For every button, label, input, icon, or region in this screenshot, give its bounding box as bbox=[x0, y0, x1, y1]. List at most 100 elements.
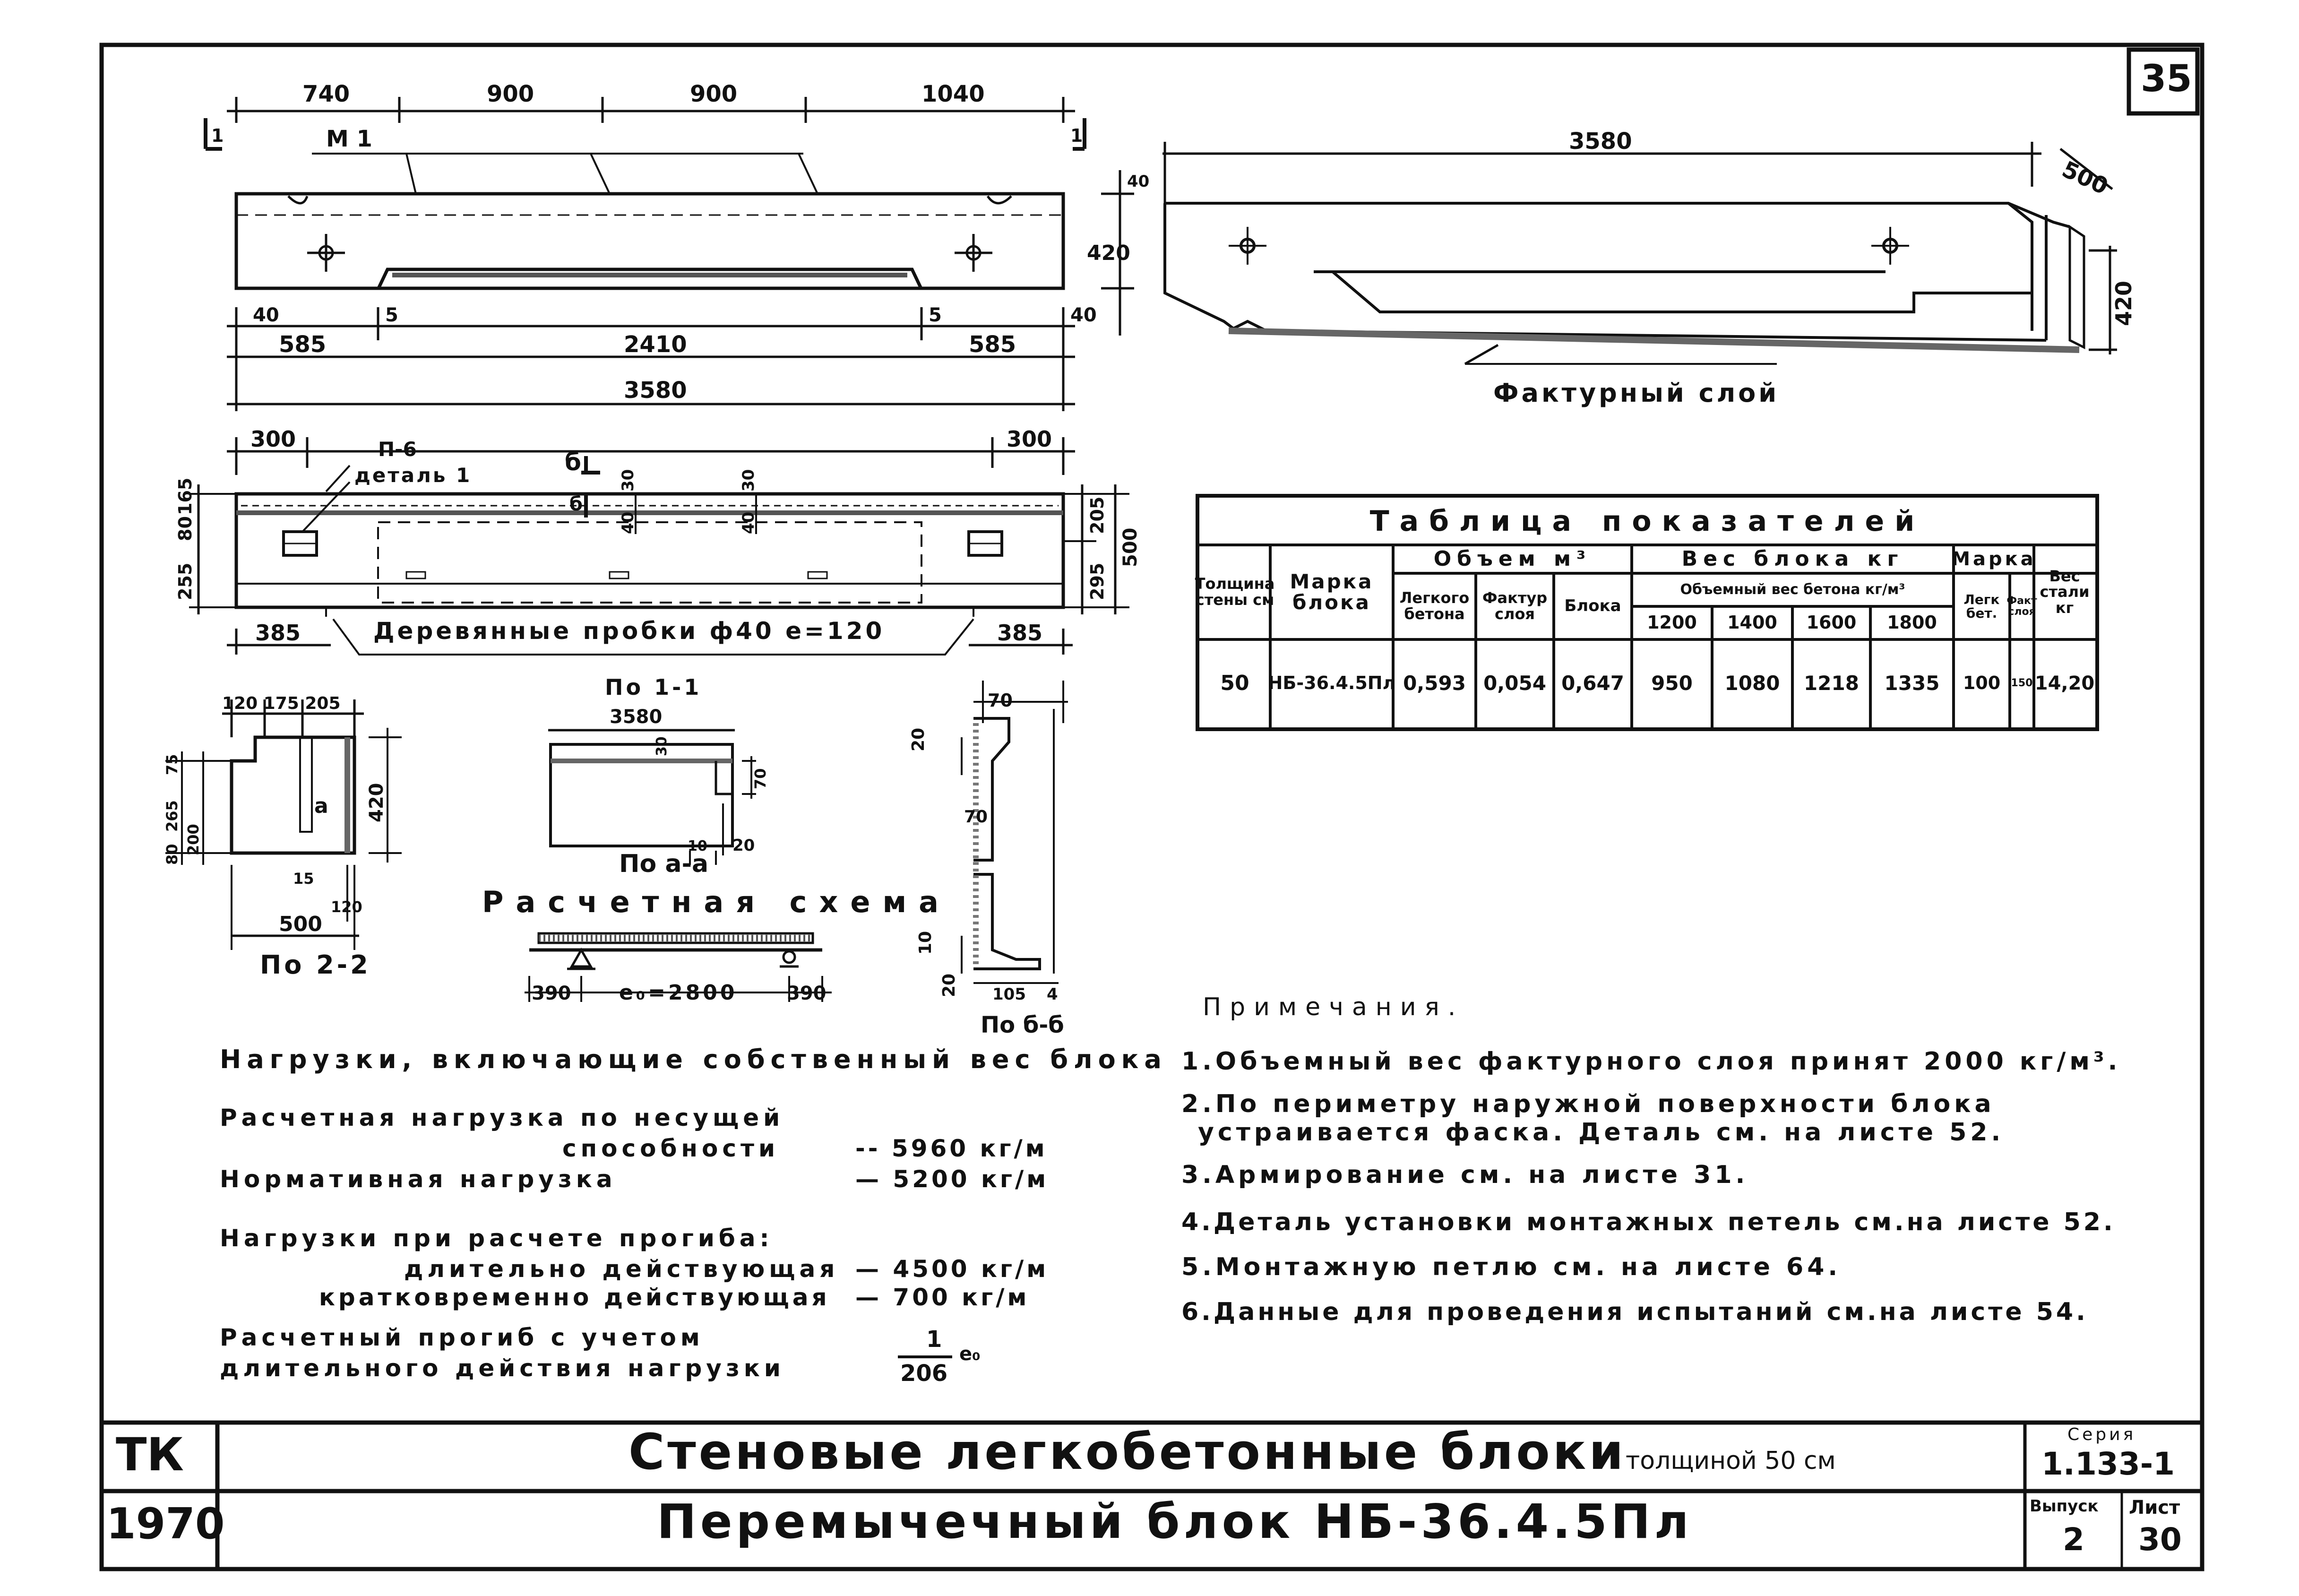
table-row-w1800: 1335 bbox=[1884, 671, 1940, 695]
loads-long-term: длительно действующая bbox=[404, 1255, 839, 1283]
sec11-length: 3580 bbox=[610, 706, 662, 728]
notes-heading: Примечания. bbox=[1203, 993, 1464, 1021]
elev-span-dim-3: 585 bbox=[969, 331, 1016, 358]
table-group-grade: Марка bbox=[1951, 548, 2036, 570]
plan-side-dim-right-1: 205 bbox=[1087, 497, 1108, 534]
note-item-5: 5.Монтажную петлю см. на листе 64. bbox=[1181, 1253, 1842, 1281]
elev-height-dim: 420 bbox=[1087, 241, 1130, 265]
sec22-bottom-dim-1: 15 bbox=[293, 870, 314, 888]
note-item-2-cont: устраивается фаска. Деталь см. на листе … bbox=[1198, 1118, 2005, 1147]
table-sub-grade-fact: Факт слоя bbox=[2006, 595, 2037, 618]
title-block-series-value: 1.133-1 bbox=[2041, 1446, 2175, 1482]
elev-top-dim-1: 740 bbox=[302, 81, 350, 107]
table-title: Таблица показателей bbox=[1369, 504, 1925, 538]
title-block-subtitle: Перемычечный блок НБ-36.4.5Пл bbox=[657, 1494, 1693, 1549]
table-row-vol-fact: 0,054 bbox=[1483, 671, 1546, 695]
plan-inner-dim-1: 30 bbox=[619, 469, 637, 492]
sec11-dim-2: 70 bbox=[751, 768, 769, 789]
title-block-org: ТК bbox=[116, 1428, 184, 1481]
title-block-issue-value: 2 bbox=[2063, 1521, 2084, 1558]
elev-bottom-dim-3: 5 bbox=[929, 304, 942, 326]
plan-plugs-label: Деревянные пробки ф40 е=120 bbox=[373, 617, 885, 645]
loads-calc-line2: длительного действия нагрузки bbox=[220, 1354, 785, 1382]
plan-section-mark-2: б bbox=[569, 493, 583, 515]
table-col-steel: Вес стали кг bbox=[2040, 567, 2090, 617]
elev-height-dim-bottom: 40 bbox=[1070, 304, 1097, 326]
title-block-title: Стеновые легкобетонные блоки bbox=[629, 1423, 1627, 1481]
indicators-table: Таблица показателей Толщина стены см Мар… bbox=[1195, 494, 2099, 731]
table-row-vol-block: 0,647 bbox=[1561, 671, 1624, 695]
secbb-left-dim-4: 20 bbox=[939, 974, 959, 997]
plan-inner-dim-3: 30 bbox=[739, 469, 758, 492]
note-item-6: 6.Данные для проведения испытаний см.на … bbox=[1181, 1298, 2088, 1326]
plan-callout-line2: деталь 1 bbox=[354, 464, 472, 487]
page-number: 35 bbox=[2141, 58, 2192, 100]
loads-long-term-value: — 4500 кг/м bbox=[855, 1255, 1049, 1283]
title-block-issue-label: Выпуск bbox=[2030, 1497, 2099, 1516]
sec22-bottom-dim-2: 120 bbox=[331, 898, 362, 916]
elev-height-dim-top: 40 bbox=[1127, 172, 1149, 191]
sec22-height: 420 bbox=[366, 783, 387, 823]
loads-short-term-value: — 700 кг/м bbox=[855, 1284, 1030, 1311]
plan-inner-dim-2: 40 bbox=[619, 512, 637, 534]
table-weight-1400: 1400 bbox=[1727, 612, 1777, 633]
table-sub-fact: Фактур слоя bbox=[1482, 589, 1548, 623]
elev-top-dim-2: 900 bbox=[487, 81, 534, 107]
plan-section-mark: б bbox=[565, 449, 581, 476]
note-item-1: 1.Объемный вес фактурного слоя принят 20… bbox=[1181, 1047, 2121, 1076]
sec22-caption: По 2-2 bbox=[260, 950, 371, 980]
scheme-title: Расчетная схема bbox=[482, 885, 951, 919]
table-sub-grade-light: Легк бет. bbox=[1963, 591, 2000, 621]
loads-deflection-heading: Нагрузки при расчете прогиба: bbox=[220, 1225, 774, 1252]
title-block-year: 1970 bbox=[106, 1499, 225, 1549]
loads-design-line2: способности bbox=[562, 1135, 779, 1162]
sec22-width: 500 bbox=[279, 912, 322, 936]
loads-calc-line1: Расчетный прогиб с учетом bbox=[220, 1324, 704, 1351]
plan-side-dim-right-3: 500 bbox=[1119, 528, 1141, 568]
title-block-series-label: Серия bbox=[2067, 1425, 2136, 1444]
elev-section-mark-right: 1 bbox=[1070, 125, 1083, 146]
secbb-left-dim-2: 70 bbox=[964, 807, 988, 827]
table-col-thickness: Толщина стены см bbox=[1195, 575, 1275, 609]
title-block-title-suffix: толщиной 50 см bbox=[1626, 1447, 1836, 1475]
table-row-mark: НБ-36.4.5Пл bbox=[1267, 673, 1396, 694]
table-row-w1200: 950 bbox=[1651, 671, 1693, 695]
plan-inner-dim-4: 40 bbox=[739, 512, 758, 534]
elev-span-dim-1: 585 bbox=[279, 331, 326, 358]
secbb-bottom-dim-2: 4 bbox=[1047, 985, 1058, 1004]
scheme-span: е₀=2800 bbox=[619, 981, 737, 1005]
table-row-grade-light: 100 bbox=[1963, 673, 2001, 694]
elev-top-dim-3: 900 bbox=[690, 81, 737, 107]
plan-left-dim: 300 bbox=[250, 426, 296, 452]
sec22-left-dim-1: 75 bbox=[163, 754, 181, 775]
sec22-left-dim-3: 80 bbox=[163, 844, 181, 865]
loads-heading: Нагрузки, включающие собственный вес бло… bbox=[220, 1044, 1167, 1074]
title-block-sheet-label: Лист bbox=[2129, 1497, 2180, 1518]
table-row-steel: 14,20 bbox=[2034, 673, 2095, 694]
table-group-weight: Вес блока кг bbox=[1681, 546, 1904, 571]
sec11-dim-1: 30 bbox=[654, 736, 670, 756]
table-col-mark: Марка блока bbox=[1290, 569, 1374, 614]
table-weight-1200: 1200 bbox=[1647, 612, 1697, 633]
table-weight-1800: 1800 bbox=[1887, 612, 1937, 633]
loads-normative-value: — 5200 кг/м bbox=[855, 1165, 1049, 1193]
fraction-numerator: 1 bbox=[926, 1326, 942, 1353]
elev-mark-label: М 1 bbox=[326, 126, 372, 152]
table-row-w1400: 1080 bbox=[1724, 671, 1780, 695]
note-item-4: 4.Деталь установки монтажных петель см.н… bbox=[1181, 1208, 2116, 1236]
sec11-caption: По 1-1 bbox=[605, 674, 702, 700]
table-sub-block: Блока bbox=[1564, 596, 1621, 616]
iso-length-dim: 3580 bbox=[1569, 128, 1632, 155]
sec22-left-dim-4: 200 bbox=[184, 824, 202, 855]
fraction-suffix: е₀ bbox=[959, 1343, 981, 1365]
loads-short-term: кратковременно действующая bbox=[319, 1284, 830, 1311]
elev-overall-dim: 3580 bbox=[624, 377, 687, 404]
scheme-right-support: 390 bbox=[787, 983, 827, 1004]
elev-top-dim-4: 1040 bbox=[921, 81, 985, 107]
table-sub-light: Легкого бетона bbox=[1399, 589, 1470, 623]
sec22-top-dims: 120 175 205 bbox=[222, 694, 341, 713]
